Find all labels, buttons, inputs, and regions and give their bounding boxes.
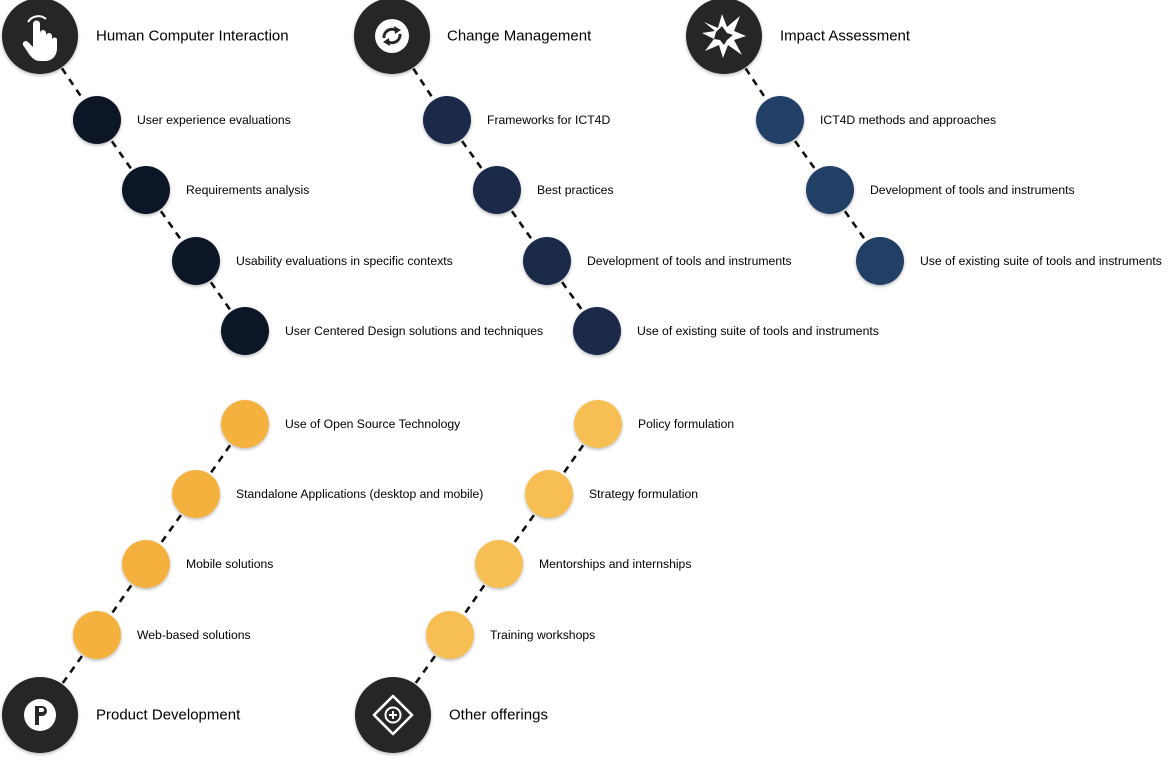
change-management-item-label: Development of tools and instruments — [587, 253, 792, 268]
refresh-icon — [375, 19, 409, 53]
hci-item-node — [172, 237, 220, 285]
change-management-item-node — [573, 307, 621, 355]
impact-assessment-head-node — [686, 0, 762, 74]
hci-title: Human Computer Interaction — [96, 27, 289, 45]
hci-item-label: User experience evaluations — [137, 112, 291, 127]
product-development-item-node — [221, 400, 269, 448]
impact-assessment-title: Impact Assessment — [780, 27, 911, 45]
product-development-item-label: Web-based solutions — [137, 627, 251, 642]
hci-item-label: Usability evaluations in specific contex… — [236, 253, 453, 268]
change-management-item-node — [523, 237, 571, 285]
hci-item-label: Requirements analysis — [186, 182, 310, 197]
other-offerings-item-label: Policy formulation — [638, 416, 735, 431]
other-offerings-title: Other offerings — [449, 706, 548, 724]
other-offerings-item-node — [525, 470, 573, 518]
other-offerings-item-node — [426, 611, 474, 659]
hci-item-node — [122, 166, 170, 214]
impact-assessment-item-label: ICT4D methods and approaches — [820, 112, 997, 127]
change-management-item-node — [423, 96, 471, 144]
change-management-item-label: Frameworks for ICT4D — [487, 112, 611, 127]
plus-diamond-icon — [372, 694, 414, 736]
change-management-item-label: Best practices — [537, 182, 614, 197]
other-offerings-item-label: Training workshops — [490, 627, 596, 642]
other-offerings-head-node — [355, 677, 431, 753]
impact-assessment-item-node — [756, 96, 804, 144]
product-development-item-label: Mobile solutions — [186, 556, 274, 571]
impact-assessment-item-label: Development of tools and instruments — [870, 182, 1075, 197]
product-development-item-node — [122, 540, 170, 588]
p-letter-icon — [24, 699, 56, 731]
product-development-title: Product Development — [96, 706, 241, 724]
impact-assessment-item-node — [806, 166, 854, 214]
product-development-item-node — [172, 470, 220, 518]
hci-item-node — [221, 307, 269, 355]
burst-icon — [702, 14, 746, 58]
change-management-item-node — [473, 166, 521, 214]
product-development-item-label: Use of Open Source Technology — [285, 416, 461, 431]
other-offerings-item-label: Mentorships and internships — [539, 556, 692, 571]
other-offerings-item-label: Strategy formulation — [589, 486, 699, 501]
product-development-item-label: Standalone Applications (desktop and mob… — [236, 486, 484, 501]
product-development-item-node — [73, 611, 121, 659]
change-management-title: Change Management — [447, 27, 592, 45]
pointing-hand-icon — [22, 15, 57, 61]
other-offerings-item-node — [574, 400, 622, 448]
change-management-item-label: Use of existing suite of tools and instr… — [637, 323, 879, 338]
hci-head-node — [2, 0, 78, 74]
impact-assessment-item-label: Use of existing suite of tools and instr… — [920, 253, 1162, 268]
hci-item-node — [73, 96, 121, 144]
impact-assessment-item-node — [856, 237, 904, 285]
change-management-head-node — [354, 0, 430, 74]
other-offerings-item-node — [475, 540, 523, 588]
hci-item-label: User Centered Design solutions and techn… — [285, 323, 544, 338]
product-development-head-node — [2, 677, 78, 753]
